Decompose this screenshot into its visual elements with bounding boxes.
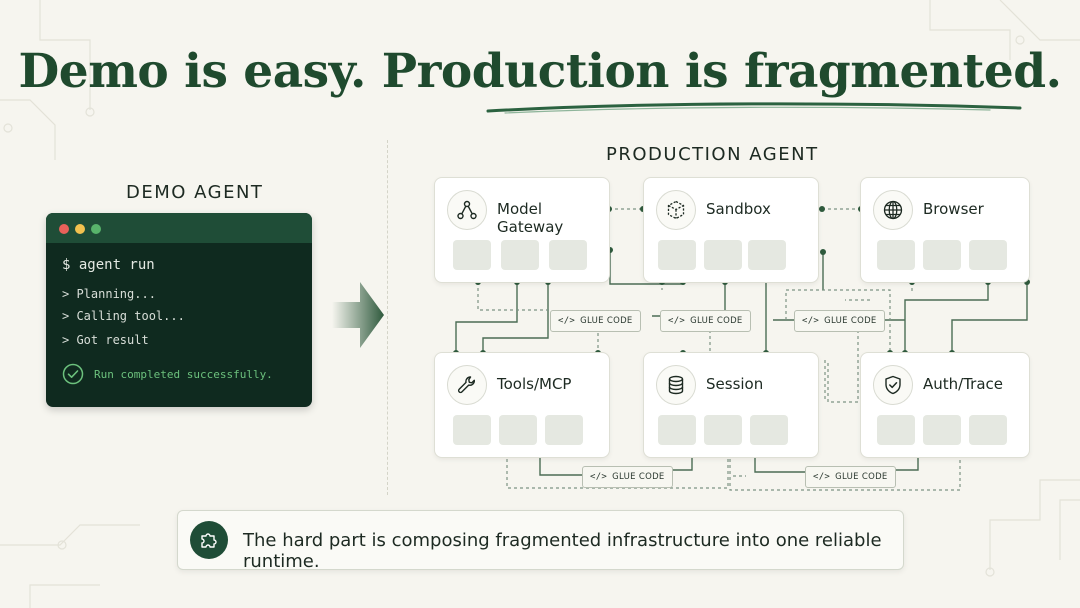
card-title: Auth/Trace [923, 375, 1004, 393]
card-title: Session [706, 375, 764, 393]
glue-code-label: GLUE CODE [612, 472, 665, 482]
glue-code-tag: </> GLUE CODE [794, 310, 885, 332]
card-slot [877, 415, 915, 445]
terminal-success-row: Run completed successfully. [62, 363, 273, 385]
sandbox-card[interactable]: Sandbox [643, 177, 819, 283]
card-slot [704, 240, 742, 270]
card-slot [501, 240, 539, 270]
wrench-icon [447, 365, 487, 405]
code-icon: </> [668, 316, 686, 326]
glue-code-tag: </> GLUE CODE [582, 466, 673, 488]
production-section-label: PRODUCTION AGENT [606, 144, 819, 165]
card-slot [877, 240, 915, 270]
terminal-command: $ agent run [62, 257, 155, 273]
card-slot [549, 240, 587, 270]
check-circle-icon [62, 363, 84, 385]
maximize-dot-icon [91, 224, 101, 234]
card-slot [969, 415, 1007, 445]
card-slot [923, 240, 961, 270]
terminal-title-bar [46, 213, 312, 243]
card-slot [658, 415, 696, 445]
session-card[interactable]: Session [643, 352, 819, 458]
demo-section-label: DEMO AGENT [126, 182, 264, 203]
section-divider [387, 140, 388, 495]
card-slot [923, 415, 961, 445]
globe-icon [873, 190, 913, 230]
close-dot-icon [59, 224, 69, 234]
card-title: Sandbox [706, 200, 771, 218]
terminal-success-text: Run completed successfully. [94, 367, 273, 381]
glue-code-tag: </> GLUE CODE [550, 310, 641, 332]
cube-icon [656, 190, 696, 230]
card-slot [453, 240, 491, 270]
card-slot [453, 415, 491, 445]
glue-code-label: GLUE CODE [580, 316, 633, 326]
glue-code-label: GLUE CODE [824, 316, 877, 326]
shield-check-icon [873, 365, 913, 405]
browser-card[interactable]: Browser [860, 177, 1030, 283]
arrow-right-icon [332, 282, 384, 348]
card-slot [499, 415, 537, 445]
glue-code-tag: </> GLUE CODE [805, 466, 896, 488]
card-title: Tools/MCP [497, 375, 572, 393]
glue-code-label: GLUE CODE [690, 316, 743, 326]
key-takeaway-callout: The hard part is composing fragmented in… [177, 510, 904, 572]
code-icon: </> [558, 316, 576, 326]
terminal-output-line: > Calling tool... [62, 309, 185, 323]
database-icon [656, 365, 696, 405]
tools-mcp-card[interactable]: Tools/MCP [434, 352, 610, 458]
terminal-output-line: > Planning... [62, 287, 156, 301]
code-icon: </> [590, 472, 608, 482]
card-slot [748, 240, 786, 270]
puzzle-icon [190, 521, 228, 559]
code-icon: </> [813, 472, 831, 482]
page-title: Demo is easy. Production is fragmented. [18, 44, 1062, 99]
card-slot [658, 240, 696, 270]
terminal-output-line: > Got result [62, 333, 149, 347]
minimize-dot-icon [75, 224, 85, 234]
model-gateway-card[interactable]: Model Gateway [434, 177, 610, 283]
card-slot [545, 415, 583, 445]
callout-text: The hard part is composing fragmented in… [243, 530, 882, 572]
card-slot [704, 415, 742, 445]
card-title: Model Gateway [497, 200, 564, 236]
code-icon: </> [802, 316, 820, 326]
glue-code-tag: </> GLUE CODE [660, 310, 751, 332]
card-slot [969, 240, 1007, 270]
card-slot [750, 415, 788, 445]
auth-trace-card[interactable]: Auth/Trace [860, 352, 1030, 458]
glue-code-label: GLUE CODE [835, 472, 888, 482]
network-nodes-icon [447, 190, 487, 230]
card-title: Browser [923, 200, 984, 218]
demo-terminal: $ agent run > Planning... > Calling tool… [46, 213, 312, 407]
